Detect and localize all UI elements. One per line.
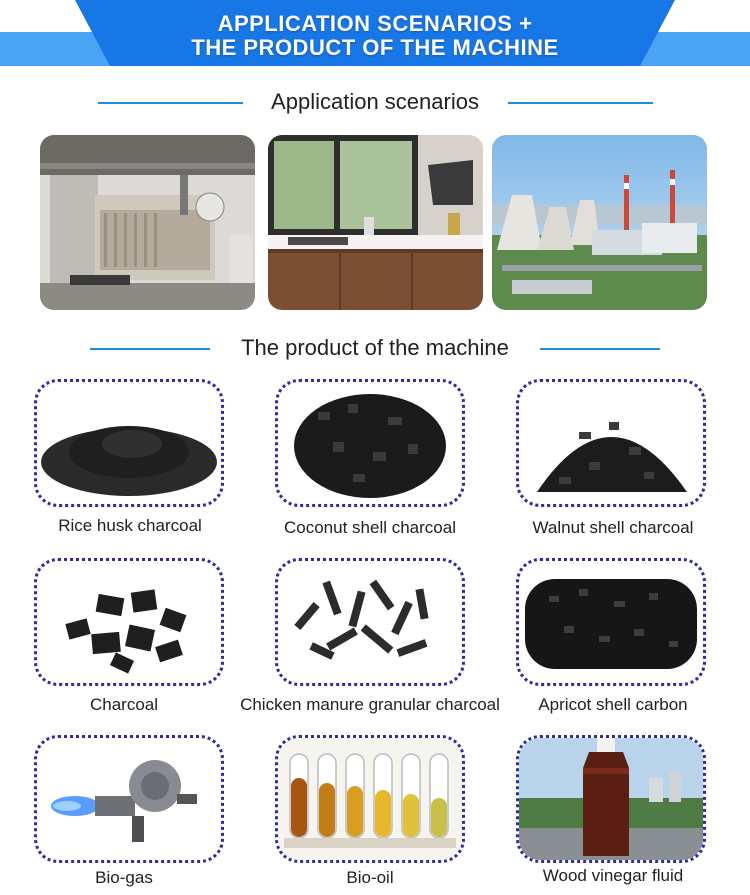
product-image-chicken-manure-granular-charcoal bbox=[275, 558, 465, 686]
industrial-boiler-photo bbox=[40, 135, 255, 310]
header-banner: APPLICATION SCENARIOS + THE PRODUCT OF T… bbox=[0, 0, 750, 66]
product-image-charcoal bbox=[34, 558, 224, 686]
heading-rule-left bbox=[98, 102, 243, 104]
heading-rule-right bbox=[508, 102, 653, 104]
product-label-walnut-shell-charcoal: Walnut shell charcoal bbox=[532, 518, 694, 537]
product-image-coconut-shell-charcoal bbox=[275, 379, 465, 507]
product-label-coconut-shell-charcoal: Coconut shell charcoal bbox=[284, 518, 456, 537]
heading-rule-right bbox=[540, 348, 660, 350]
product-label-rice-husk-charcoal: Rice husk charcoal bbox=[58, 516, 202, 535]
kitchen-photo bbox=[268, 135, 483, 310]
product-image-walnut-shell-charcoal bbox=[516, 379, 706, 507]
product-label-charcoal: Charcoal bbox=[89, 695, 159, 714]
product-image-apricot-shell-carbon bbox=[516, 558, 706, 686]
banner-shape bbox=[0, 0, 750, 66]
product-label-apricot-shell-carbon: Apricot shell carbon bbox=[538, 695, 688, 714]
product-label-chicken-manure-granular-charcoal: Chicken manure granular charcoal bbox=[240, 695, 500, 714]
product-image-wood-vinegar-fluid bbox=[516, 735, 706, 863]
heading-rule-left bbox=[90, 348, 210, 350]
product-label-bio-gas: Bio-gas bbox=[95, 868, 153, 887]
product-label-bio-oil: Bio-oil bbox=[346, 868, 394, 887]
section-title-products: The product of the machine bbox=[241, 335, 509, 360]
product-image-bio-gas bbox=[34, 735, 224, 863]
banner-title-line1: APPLICATION SCENARIOS + bbox=[217, 11, 533, 36]
product-image-bio-oil bbox=[275, 735, 465, 863]
banner-title: APPLICATION SCENARIOS + THE PRODUCT OF T… bbox=[0, 12, 750, 60]
power-plant-photo bbox=[492, 135, 707, 310]
section-heading-scenarios: Application scenarios bbox=[0, 87, 750, 117]
section-heading-products: The product of the machine bbox=[0, 333, 750, 363]
section-title-scenarios: Application scenarios bbox=[271, 89, 479, 114]
product-label-wood-vinegar-fluid: Wood vinegar fluid bbox=[542, 866, 684, 885]
product-image-rice-husk-charcoal bbox=[34, 379, 224, 507]
banner-title-line2: THE PRODUCT OF THE MACHINE bbox=[191, 35, 559, 60]
